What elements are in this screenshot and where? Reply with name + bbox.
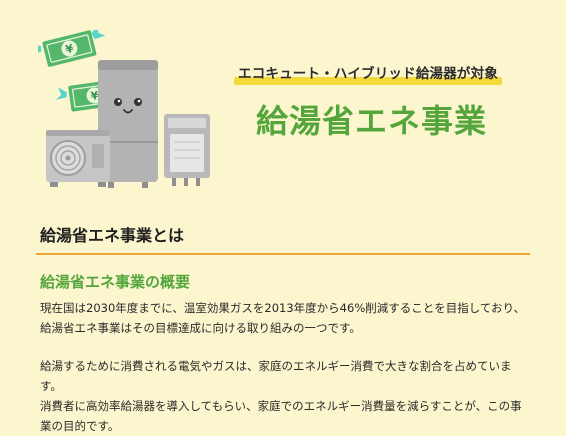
highlight-marker bbox=[234, 77, 503, 85]
overview-section: 給湯省エネ事業とは 給湯省エネ事業の概要 現在国は2030年度までに、温室効果ガ… bbox=[36, 222, 530, 436]
paragraph: 現在国は2030年度までに、温室効果ガスを2013年度から46%削減することを目… bbox=[40, 301, 526, 335]
svg-text:¥: ¥ bbox=[90, 89, 100, 103]
svg-text:¥: ¥ bbox=[64, 42, 75, 57]
section-heading: 給湯省エネ事業とは bbox=[36, 222, 530, 255]
hero-text: エコキュート・ハイブリッド給湯器が対象 給湯省エネ事業 bbox=[232, 62, 532, 142]
heat-pump-unit bbox=[46, 130, 110, 187]
hero-subtitle-wrap: エコキュート・ハイブリッド給湯器が対象 bbox=[234, 62, 503, 85]
section-subheading: 給湯省エネ事業の概要 bbox=[40, 273, 191, 291]
paragraph: 給湯するために消費される電気やガスは、家庭のエネルギー消費で大きな割合を占めてい… bbox=[40, 359, 512, 393]
page-title: 給湯省エネ事業 bbox=[256, 102, 488, 140]
water-heater-illustration: ¥ ¥ bbox=[38, 30, 210, 188]
hero-subtitle: エコキュート・ハイブリッド給湯器が対象 bbox=[238, 66, 499, 82]
yen-banknote-icon: ¥ bbox=[38, 30, 106, 67]
gas-water-heater bbox=[164, 114, 210, 186]
paragraph: 消費者に高効率給湯器を導入してもらい、家庭でのエネルギー消費量を減らすことが、こ… bbox=[40, 399, 522, 433]
hero-banner: ¥ ¥ bbox=[0, 0, 566, 200]
